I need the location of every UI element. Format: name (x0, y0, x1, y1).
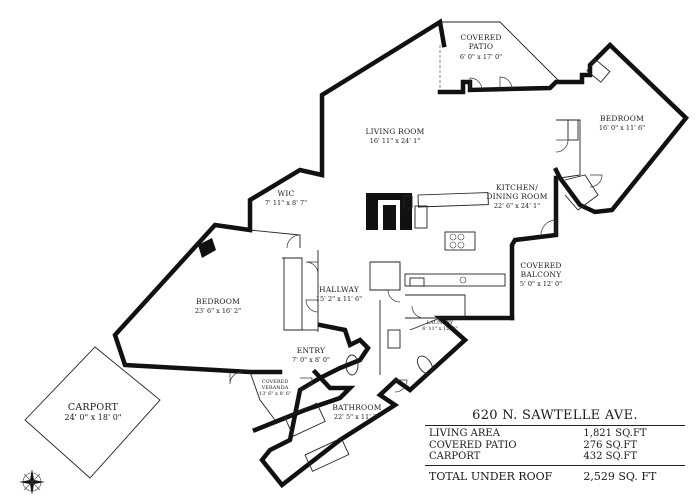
compass-rose-icon (19, 469, 45, 495)
area-row: LIVING AREA 1,821 SQ.FT (429, 428, 681, 440)
covered-veranda-label: COVERED (262, 379, 289, 385)
summary-top-rule (425, 425, 685, 426)
area-summary: 620 N. SAWTELLE AVE. LIVING AREA 1,821 S… (425, 408, 685, 484)
carport-area (24, 346, 161, 479)
area-rows: LIVING AREA 1,821 SQ.FT COVERED PATIO 27… (425, 426, 685, 465)
kitchen-dim: 22' 6" x 24' 1" (494, 202, 540, 210)
bathroom-label: BATHROOM (332, 403, 381, 412)
area-row-label: CARPORT (429, 451, 481, 462)
laundry-label: LAUNDRY (427, 320, 454, 326)
total-label: TOTAL UNDER ROOF (429, 469, 553, 483)
area-row-value: 1,821 SQ.FT (583, 428, 647, 439)
total-value: 2,529 SQ. FT (583, 469, 657, 483)
cooktop-icon (449, 233, 465, 249)
living-room-dim: 16' 11" x 24' 1" (370, 137, 420, 145)
hallway-dim: 15' 2" x 11' 6" (316, 295, 362, 303)
covered-patio-label-2: PATIO (469, 42, 493, 51)
wic-dim: 7' 11" x 8' 7" (265, 199, 307, 207)
interior-walls (249, 119, 599, 375)
covered-patio-dim: 6' 0" x 17' 0" (460, 53, 502, 61)
wic-label: WIC (277, 189, 294, 198)
doors (229, 76, 603, 393)
area-row-value: 432 SQ.FT (583, 451, 638, 462)
covered-patio-label: COVERED (460, 33, 501, 42)
summary-total-rule (425, 464, 685, 466)
kitchen-label: KITCHEN/ (496, 183, 538, 192)
hallway-label: HALLWAY (319, 285, 360, 294)
bedroom-wall-mass (198, 238, 216, 258)
fireplace-icon (366, 193, 413, 230)
covered-balcony-label-2: BALCONY (521, 270, 563, 279)
area-row-label: LIVING AREA (429, 428, 500, 439)
total-row: TOTAL UNDER ROOF 2,529 SQ. FT (429, 469, 681, 483)
veranda-outline (249, 371, 276, 421)
covered-patio-area (439, 21, 561, 92)
bedroom-left-label: BEDROOM (196, 297, 240, 306)
room-labels: COVERED PATIO 6' 0" x 17' 0" BEDROOM 16'… (65, 33, 646, 422)
kitchen-fixtures (404, 192, 506, 287)
address-title: 620 N. SAWTELLE AVE. (472, 408, 638, 423)
covered-veranda-label-2: VERANDA (261, 385, 289, 391)
covered-balcony-label: COVERED (520, 261, 561, 270)
bathroom-fixtures (284, 59, 611, 472)
bedroom-right-dim: 16' 0" x 11' 6" (599, 124, 645, 132)
covered-veranda-dim: 13' 6" x 8' 6" (259, 391, 291, 397)
total-rows: TOTAL UNDER ROOF 2,529 SQ. FT (425, 466, 685, 485)
area-row: COVERED PATIO 276 SQ.FT (429, 440, 681, 452)
entry-dim: 7' 0" x 8' 0" (292, 356, 330, 364)
area-row: CARPORT 432 SQ.FT (429, 451, 681, 463)
laundry-dim: 6' 11" x 12' 0" (422, 326, 458, 332)
bedroom-left-dim: 23' 6" x 16' 2" (195, 307, 241, 315)
area-row-label: COVERED PATIO (429, 439, 517, 451)
bathroom-dim: 22' 5" x 11' 2" (334, 413, 380, 421)
living-room-label: LIVING ROOM (365, 127, 424, 136)
covered-balcony-dim: 5' 0" x 12' 0" (520, 280, 562, 288)
area-row-value: 276 SQ.FT (583, 439, 638, 451)
bedroom-right-label: BEDROOM (600, 114, 644, 123)
carport-dim: 24' 0" x 18' 0" (65, 413, 122, 422)
entry-label: ENTRY (297, 346, 326, 355)
carport-label: CARPORT (68, 402, 119, 413)
kitchen-label-2: DINING ROOM (486, 192, 547, 201)
